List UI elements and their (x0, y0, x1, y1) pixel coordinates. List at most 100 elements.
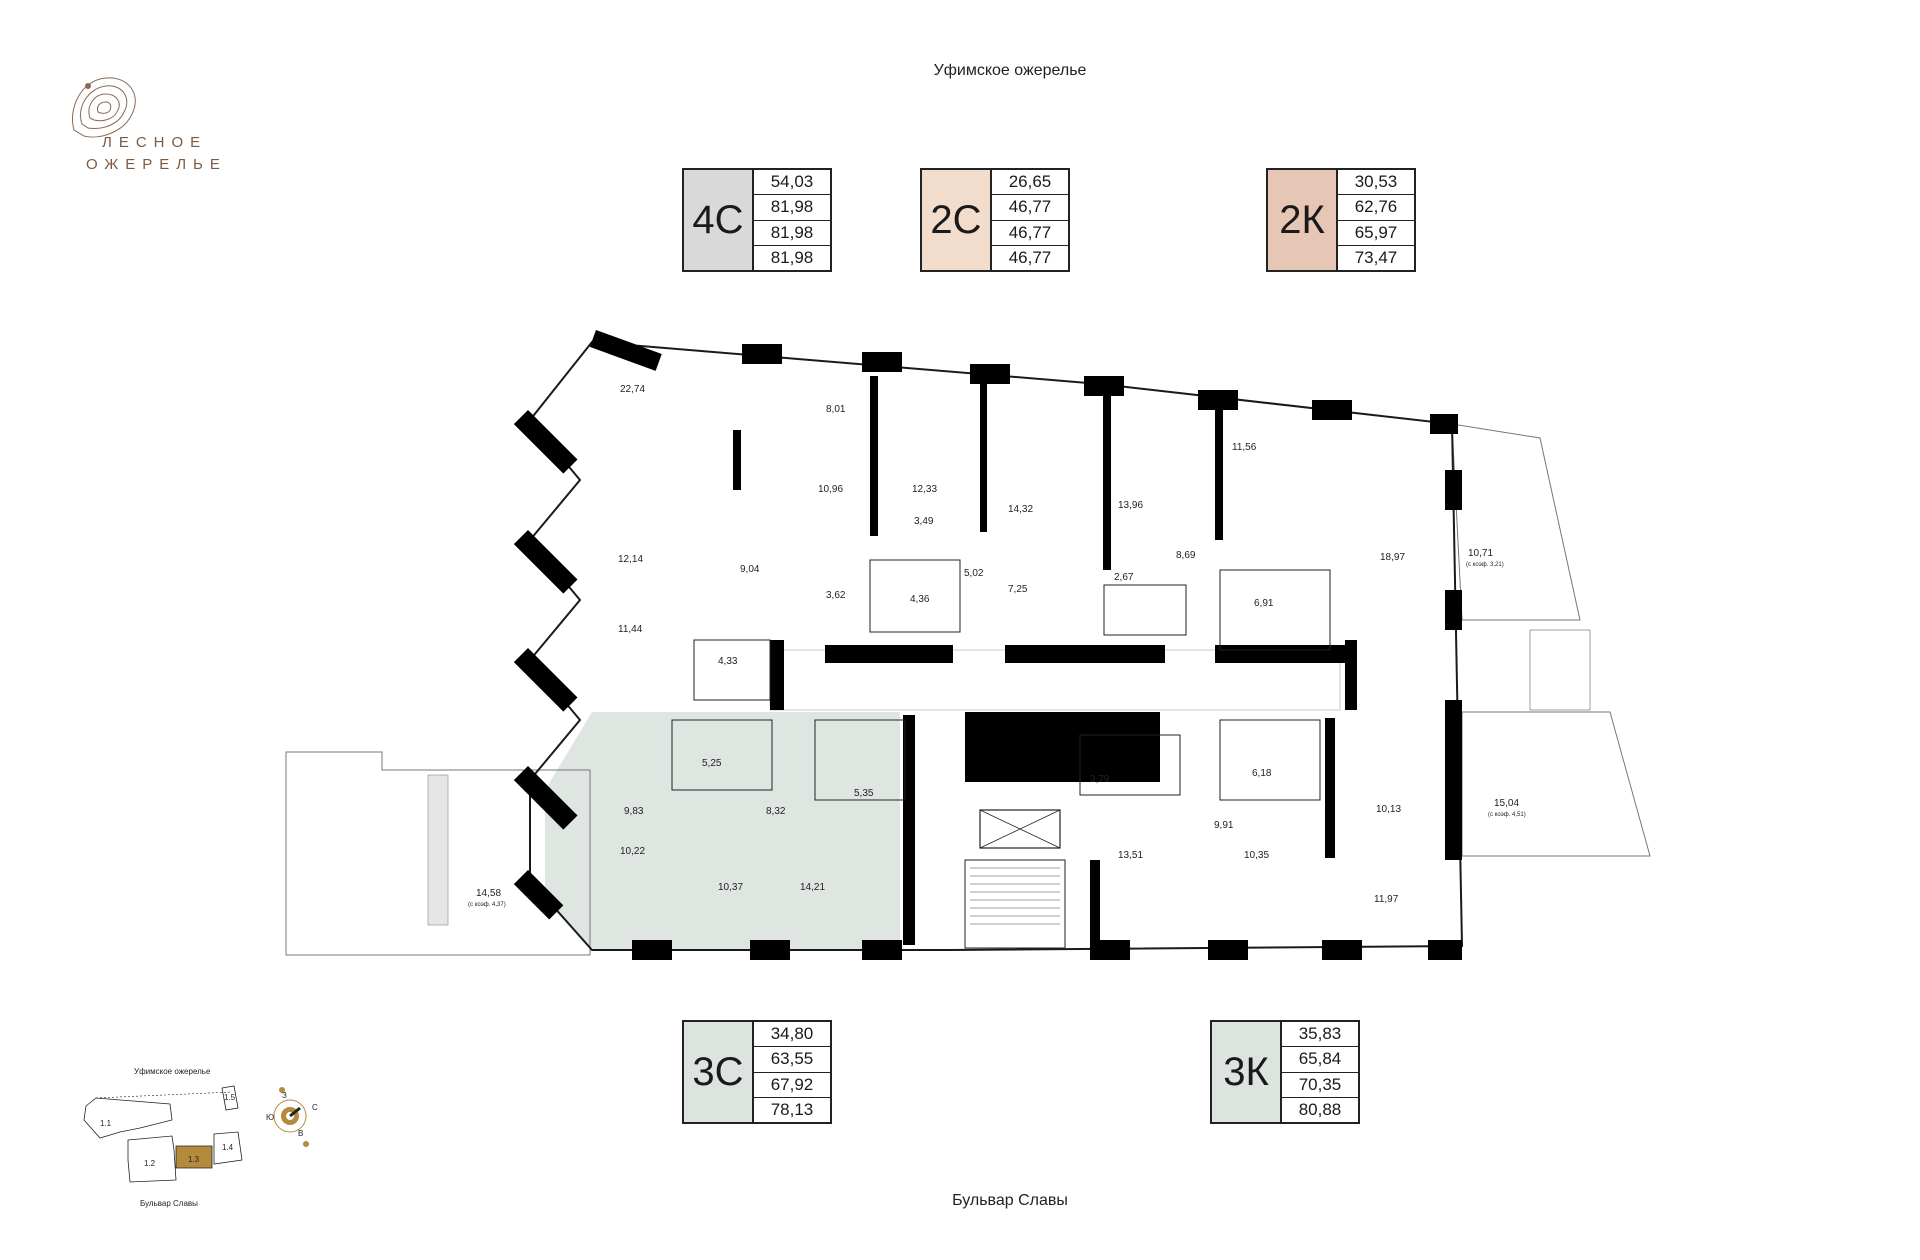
room-area: 8,32 (766, 806, 786, 817)
legend-type: 2С (922, 170, 992, 270)
minimap-section-1-2 (127, 1135, 177, 1183)
room-area: 5,35 (854, 788, 874, 799)
terrace-east-north (1451, 423, 1581, 621)
bathrooms (671, 559, 1331, 801)
legend-3c[interactable]: 3С 34,80 63,55 67,92 78,13 (682, 1020, 832, 1124)
room-area: 9,04 (740, 564, 760, 575)
legend-area: 78,13 (770, 1099, 814, 1119)
street-north: Уфимское ожерелье (933, 62, 1087, 79)
minimap-street-top: Уфимское ожерелье (134, 1067, 211, 1076)
room-area: 3,79 (1090, 774, 1110, 785)
brand-line-2: ОЖЕРЕЛЬЕ (86, 156, 227, 173)
stair-east (1529, 629, 1591, 711)
building-outline (528, 340, 1464, 951)
legend-3k[interactable]: 3К 35,83 65,84 70,35 80,88 (1210, 1020, 1360, 1124)
legend-area: 65,84 (1282, 1047, 1358, 1073)
room-area: 8,01 (826, 404, 846, 415)
compass-w: З (282, 1091, 287, 1100)
room-area: 9,83 (624, 806, 644, 817)
legend-area: 67,92 (754, 1073, 830, 1098)
room-area-note: (с коэф. 3,21) (1466, 562, 1504, 568)
legend-area: 26,65 (992, 170, 1068, 196)
core-wall (965, 712, 1160, 782)
minimap-section-1-5 (221, 1085, 239, 1111)
compass-e: В (298, 1129, 303, 1138)
room-area: 22,74 (620, 384, 645, 395)
apartment-3c-highlight (545, 712, 900, 950)
core-wall (825, 645, 953, 663)
staircase (964, 859, 1066, 949)
compass-n: С (312, 1103, 318, 1112)
site-minimap: Уфимское ожерелье Бульвар Славы 1.1 1.2 … (83, 1067, 318, 1208)
room-area: 2,67 (1114, 572, 1134, 583)
room-area: 3,49 (914, 516, 934, 527)
terrace-west (285, 751, 591, 956)
legend-area: 54,03 (754, 170, 830, 196)
legend-area: 73,47 (1354, 247, 1398, 267)
room-area: 10,96 (818, 484, 843, 495)
room-area: 6,18 (1252, 768, 1272, 779)
legend-area: 46,77 (992, 221, 1068, 246)
room-area: 14,58 (476, 888, 501, 899)
room-area: 14,21 (800, 882, 825, 893)
legend-type: 2К (1268, 170, 1338, 270)
terrace-east-south (1461, 711, 1651, 857)
legend-area: 81,98 (754, 195, 830, 221)
legend-type: 4С (684, 170, 754, 270)
minimap-label: 1.4 (222, 1143, 234, 1152)
room-area: 13,96 (1118, 500, 1143, 511)
room-area: 10,22 (620, 846, 645, 857)
minimap-street-bottom: Бульвар Славы (140, 1199, 198, 1208)
room-area: 11,44 (618, 624, 643, 635)
minimap-label: 1.1 (100, 1119, 112, 1128)
room-area: 10,71 (1468, 548, 1493, 559)
minimap-label: 1.5 (224, 1093, 236, 1102)
core-wall (1005, 645, 1165, 663)
legend-area: 63,55 (754, 1047, 830, 1073)
legend-area: 46,77 (1008, 247, 1052, 267)
room-area: 4,33 (718, 656, 738, 667)
legend-area: 46,77 (992, 195, 1068, 221)
room-area-note: (с коэф. 4,37) (468, 902, 506, 908)
room-area: 13,51 (1118, 850, 1143, 861)
walls (733, 376, 1462, 945)
legend-area: 80,88 (1298, 1099, 1342, 1119)
street-south: Бульвар Славы (952, 1192, 1068, 1209)
core-wall (1215, 645, 1345, 663)
facade-pillars (513, 330, 1462, 960)
minimap-label: 1.3 (188, 1155, 200, 1164)
room-area: 3,62 (826, 590, 846, 601)
legend-2k[interactable]: 2К 30,53 62,76 65,97 73,47 (1266, 168, 1416, 272)
compass-icon: З С Ю В (266, 1087, 318, 1147)
minimap-label: 1.2 (144, 1159, 156, 1168)
brand-logo[interactable]: ЛЕСНОЕ ОЖЕРЕЛЬЕ (66, 70, 306, 180)
room-area: 8,69 (1176, 550, 1196, 561)
brand-line-1: ЛЕСНОЕ (102, 134, 208, 151)
legend-area: 65,97 (1338, 221, 1414, 246)
minimap-section-1-4 (213, 1131, 243, 1165)
legend-area: 34,80 (754, 1022, 830, 1048)
legend-area: 81,98 (770, 247, 814, 267)
legend-area: 62,76 (1338, 195, 1414, 221)
elevator (979, 809, 1061, 849)
room-area: 5,25 (702, 758, 722, 769)
stair-steps (970, 867, 1060, 925)
legend-4c[interactable]: 4С 54,03 81,98 81,98 81,98 (682, 168, 832, 272)
room-area: 6,91 (1254, 598, 1274, 609)
room-area: 7,25 (1008, 584, 1028, 595)
terrace-west-planter (427, 774, 449, 926)
room-area-note: (с коэф. 4,51) (1488, 812, 1526, 818)
room-area: 10,37 (718, 882, 743, 893)
room-area: 11,56 (1232, 442, 1257, 453)
room-area: 14,32 (1008, 504, 1033, 515)
legend-2c[interactable]: 2С 26,65 46,77 46,77 46,77 (920, 168, 1070, 272)
minimap-section-1-3 (175, 1145, 213, 1169)
legend-area: 70,35 (1282, 1073, 1358, 1098)
room-area: 18,97 (1380, 552, 1405, 563)
legend-area: 81,98 (754, 221, 830, 246)
legend-area: 35,83 (1282, 1022, 1358, 1048)
room-area: 15,04 (1494, 798, 1519, 809)
compass-s: Ю (266, 1113, 274, 1122)
room-area: 12,14 (618, 554, 643, 565)
